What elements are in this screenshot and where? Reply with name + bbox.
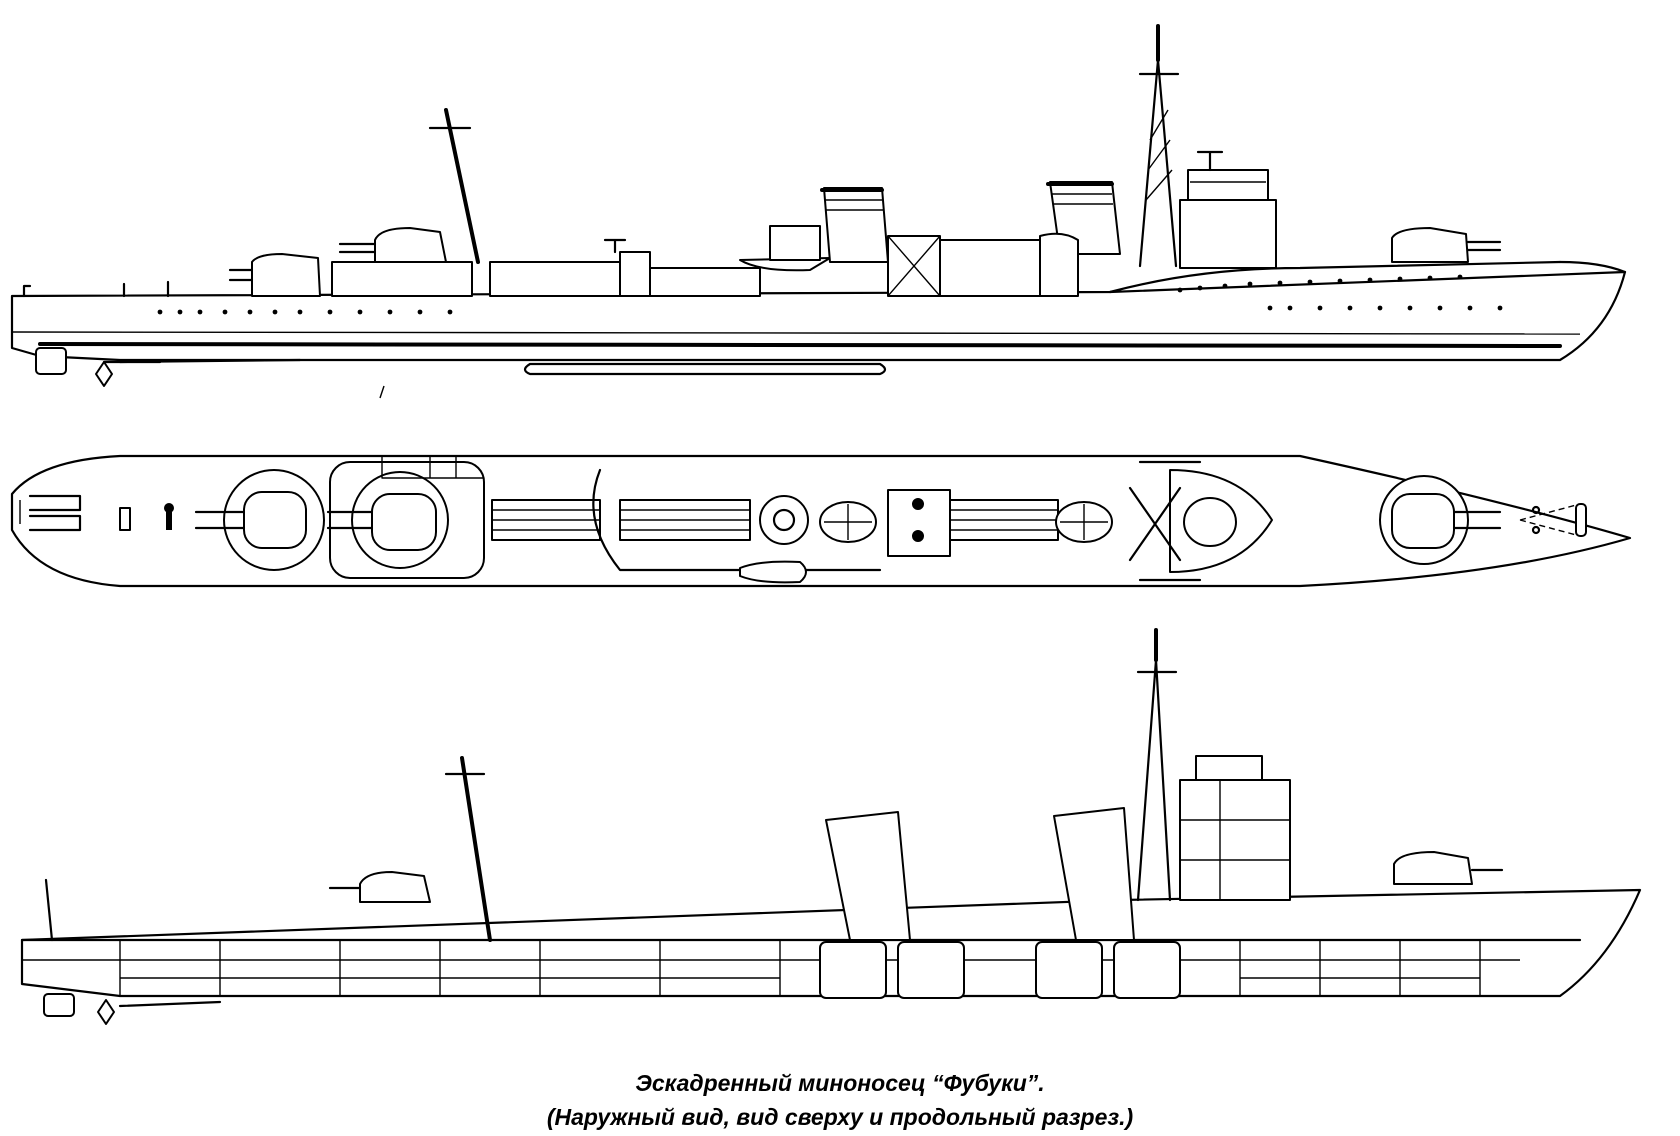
plan-bridge <box>1128 460 1273 582</box>
caption-suffix: . <box>1038 1070 1045 1096</box>
section-boilers <box>819 941 1181 999</box>
profile-aft-funnel <box>820 187 889 263</box>
caption-line-2: (Наружный вид, вид сверху и продольный р… <box>546 1104 1134 1130</box>
profile-propeller-rudder <box>35 347 302 387</box>
profile-bridge <box>1179 150 1277 269</box>
profile-superfiring-turret <box>331 227 473 297</box>
caption-prefix: Эскадренный миноносец <box>635 1070 933 1096</box>
section-compartments <box>119 940 1481 996</box>
figure-caption: Эскадренный миноносец “Фубуки”. (Наружны… <box>0 1066 1680 1134</box>
plan-forward-turret <box>1379 475 1502 565</box>
profile-hull <box>10 270 1627 362</box>
section-hull <box>20 888 1642 998</box>
outboard-profile-view <box>10 24 1627 387</box>
plan-funnels <box>759 495 1113 545</box>
profile-aft-turret <box>228 253 321 297</box>
plan-deck-outline <box>10 454 1632 588</box>
caption-ship-name: “Фубуки” <box>932 1070 1039 1096</box>
profile-portholes <box>157 274 1503 315</box>
plan-torpedo-tubes <box>491 499 1059 541</box>
profile-forward-funnel <box>1039 181 1121 297</box>
plan-superfiring-turret <box>326 461 485 579</box>
plan-aft-turret <box>194 469 325 571</box>
profile-aft-mast <box>428 108 480 264</box>
profile-bilge-keel <box>523 362 887 376</box>
plan-view <box>10 454 1632 588</box>
section-view <box>20 628 1642 1025</box>
section-funnels <box>825 807 1135 941</box>
profile-foremast <box>1138 24 1180 268</box>
caption-line-1: Эскадренный миноносец “Фубуки”. <box>0 1066 1680 1100</box>
profile-forward-turret <box>1391 227 1502 263</box>
profile-boot-topping <box>38 342 1562 348</box>
